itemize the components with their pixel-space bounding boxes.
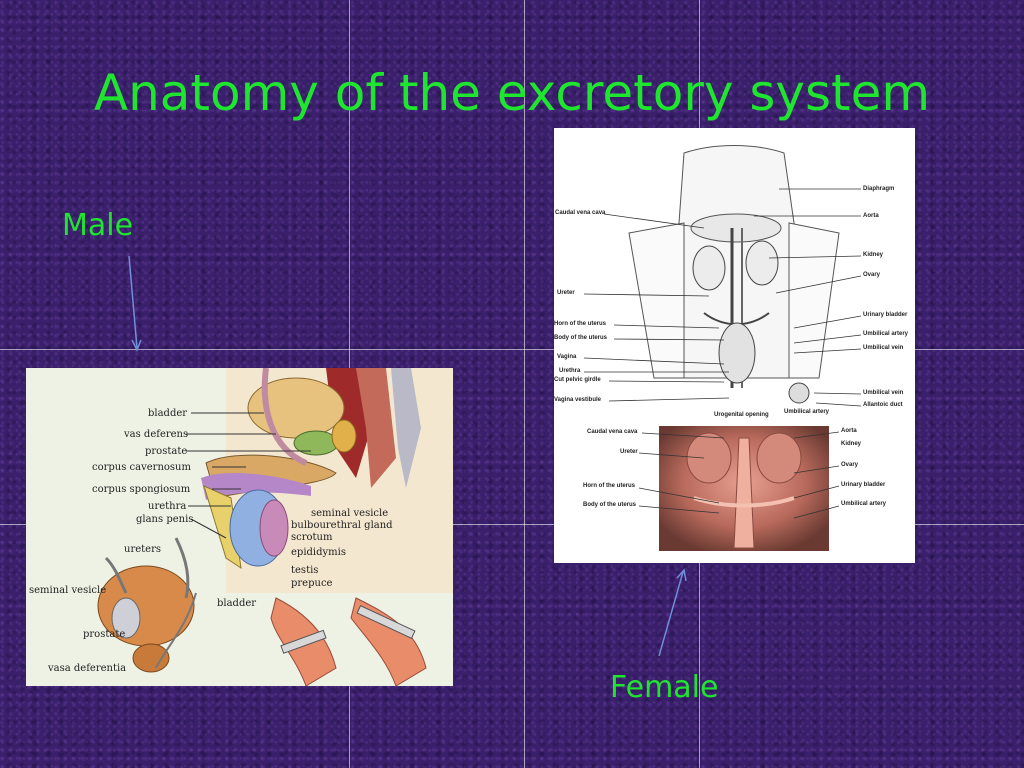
label-vasa-deferentia: vasa deferentia — [48, 663, 127, 674]
label-corpus-cavernosum: corpus cavernosum — [92, 462, 191, 473]
label-photo-umbilical-artery: Umbilical artery — [841, 501, 887, 507]
label-photo-aorta: Aorta — [841, 428, 857, 434]
label-urethra: Urethra — [559, 368, 581, 374]
label-photo-caudal-vena-cava: Caudal vena cava — [587, 429, 638, 435]
grid-line — [0, 349, 1024, 350]
label-photo-body-of-uterus: Body of the uterus — [583, 502, 637, 508]
female-arrow — [658, 571, 684, 657]
label-scrotum: scrotum — [291, 532, 333, 543]
label-glans-penis: glans penis — [136, 514, 194, 525]
label-allantoic-duct: Allantoic duct — [863, 402, 903, 408]
label-urethra: urethra — [148, 501, 187, 512]
female-anatomy-illustration — [583, 145, 862, 551]
label-urinary-bladder: Urinary bladder — [863, 312, 908, 318]
label-seminal-vesicle-detail: seminal vesicle — [29, 585, 107, 596]
label-cut-pelvic-girdle: Cut pelvic girdle — [554, 377, 601, 383]
label-photo-kidney: Kidney — [841, 441, 862, 447]
label-umbilical-artery-lower: Umbilical artery — [784, 409, 830, 415]
label-bulbourethral-gland: bulbourethral gland — [291, 520, 393, 531]
label-photo-ureter: Ureter — [620, 449, 638, 455]
label-prostate-detail: prostate — [83, 629, 126, 640]
label-ureters: ureters — [124, 544, 161, 555]
label-vagina-vestibule: Vagina vestibule — [554, 397, 602, 403]
label-testis: testis — [291, 565, 319, 576]
label-seminal-vesicle: seminal vesicle — [311, 508, 389, 519]
male-label: Male — [62, 208, 134, 243]
label-corpus-spongiosum: corpus spongiosum — [92, 484, 191, 495]
label-kidney: Kidney — [863, 252, 884, 258]
female-arrow-head — [676, 568, 687, 582]
label-caudal-vena-cava: Caudal vena cava — [555, 210, 606, 216]
male-anatomy-image: bladder vas deferens prostate corpus cav… — [26, 368, 453, 686]
label-vagina: Vagina — [557, 354, 577, 360]
label-ureter: Ureter — [557, 290, 575, 296]
male-anatomy-illustration — [97, 368, 453, 686]
label-prostate: prostate — [145, 446, 188, 457]
label-photo-horn-of-uterus: Horn of the uterus — [583, 483, 635, 489]
label-umbilical-artery: Umbilical artery — [863, 331, 909, 337]
label-vas-deferens: vas deferens — [124, 429, 189, 440]
label-umbilical-vein-lower: Umbilical vein — [863, 390, 904, 396]
label-diaphragm: Diaphragm — [863, 186, 895, 192]
label-photo-ovary: Ovary — [841, 462, 859, 468]
female-label: Female — [610, 670, 719, 705]
label-bladder-detail: bladder — [217, 598, 257, 609]
label-bladder: bladder — [148, 408, 188, 419]
grid-line — [524, 0, 525, 768]
female-anatomy-image: Diaphragm Caudal vena cava Aorta Kidney … — [554, 128, 915, 563]
label-prepuce: prepuce — [291, 578, 333, 589]
slide-title: Anatomy of the excretory system — [93, 64, 931, 122]
label-umbilical-vein: Umbilical vein — [863, 345, 904, 351]
grid-line — [0, 524, 1024, 525]
label-horn-of-uterus: Horn of the uterus — [554, 321, 606, 327]
label-epididymis: epididymis — [291, 547, 346, 558]
male-arrow — [128, 255, 138, 349]
label-ovary: Ovary — [863, 272, 881, 278]
male-arrow-head — [131, 339, 142, 352]
label-photo-urinary-bladder: Urinary bladder — [841, 482, 886, 488]
label-aorta: Aorta — [863, 213, 879, 219]
label-body-of-uterus: Body of the uterus — [554, 335, 608, 341]
label-urogenital-opening: Urogenital opening — [714, 412, 769, 418]
